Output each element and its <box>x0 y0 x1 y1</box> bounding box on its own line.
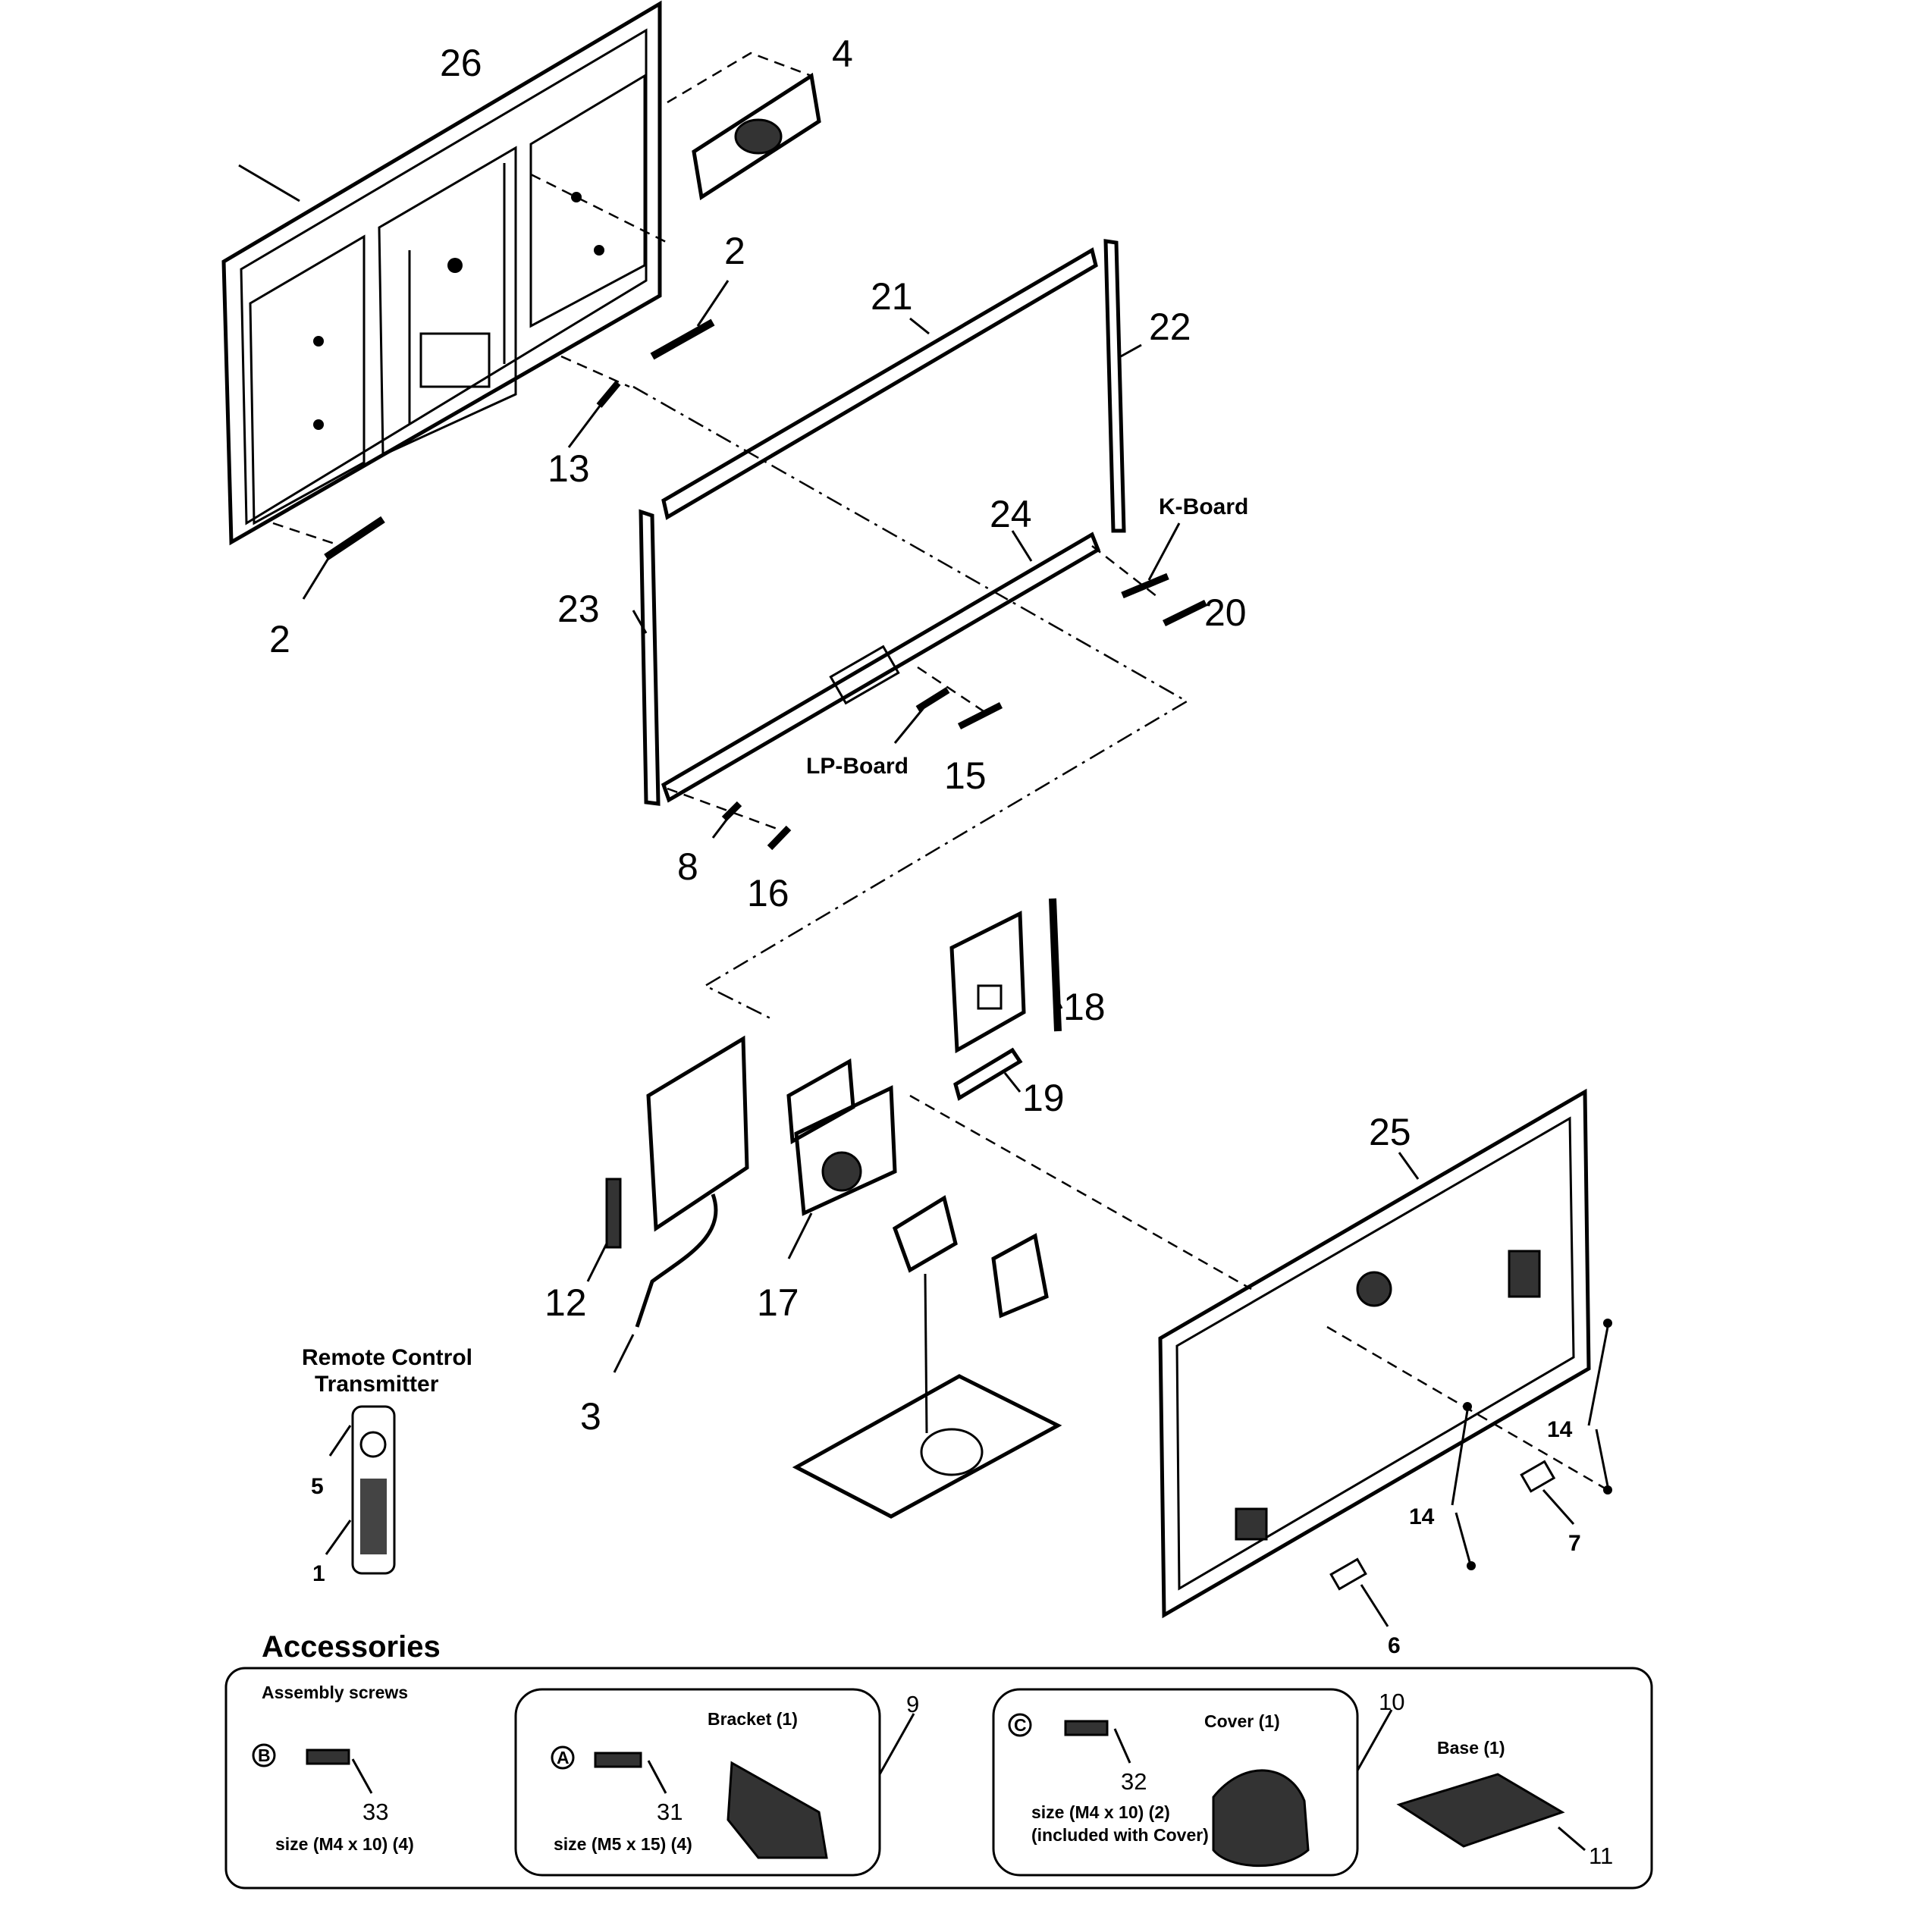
size-c: size (M4 x 10) (2) <box>1031 1802 1170 1822</box>
callout-18: 18 <box>1063 986 1106 1028</box>
size-a: size (M5 x 15) (4) <box>554 1834 692 1854</box>
callout-8: 8 <box>677 845 698 888</box>
k-board-part <box>1091 522 1207 627</box>
accessories-title: Accessories <box>262 1630 441 1664</box>
marker-c: C <box>1014 1715 1027 1735</box>
frame-bar-top <box>661 247 1098 520</box>
base-label: Base (1) <box>1437 1738 1505 1758</box>
power-board-part <box>586 1035 749 1373</box>
callout-23: 23 <box>557 588 600 630</box>
callout-21: 21 <box>871 275 913 318</box>
remote-control-label-line2: Transmitter <box>315 1372 439 1397</box>
callout-2-top: 2 <box>724 230 745 272</box>
callout-19: 19 <box>1022 1077 1065 1119</box>
callout-12: 12 <box>544 1281 587 1324</box>
marker-a: A <box>557 1748 570 1767</box>
accessories-panel <box>224 1667 1653 1890</box>
bottom-clips-8-16 <box>667 787 792 851</box>
speaker-bracket-bottom <box>272 516 385 600</box>
lp-board-part <box>893 666 1003 744</box>
part-31: 31 <box>657 1799 683 1825</box>
callout-20: 20 <box>1204 591 1247 634</box>
accessories-text: Accessories Assembly screws B 33 size (M… <box>258 1630 1613 1869</box>
assembly-screws-label: Assembly screws <box>262 1683 408 1702</box>
callout-4: 4 <box>832 33 853 75</box>
callout-22: 22 <box>1149 306 1191 348</box>
callout-3: 3 <box>580 1395 601 1438</box>
stand-bracket-17 <box>786 1058 897 1259</box>
callout-24: 24 <box>990 493 1032 535</box>
callout-numbers: 26 4 2 21 22 13 2 24 23 20 15 8 16 18 19… <box>269 33 1581 1658</box>
callout-13: 13 <box>548 447 590 490</box>
k-board-label: K-Board <box>1159 494 1248 519</box>
part-labels: K-Board LP-Board Remote Control Transmit… <box>302 494 1248 1397</box>
frame-bar-left <box>632 509 661 806</box>
callout-1: 1 <box>312 1561 325 1586</box>
callout-14-right: 14 <box>1547 1417 1573 1442</box>
screws-14 <box>1326 1319 1612 1570</box>
callout-16: 16 <box>747 872 789 914</box>
callout-26: 26 <box>440 42 482 84</box>
callout-7: 7 <box>1568 1531 1581 1556</box>
size-b: size (M4 x 10) (4) <box>275 1834 414 1854</box>
cover-label: Cover (1) <box>1204 1711 1280 1731</box>
part-10: 10 <box>1379 1689 1404 1715</box>
size-c-note: (included with Cover) <box>1031 1825 1209 1845</box>
part-11: 11 <box>1589 1843 1613 1869</box>
frame-bar-right <box>1103 239 1142 533</box>
rear-panel-assembly <box>221 0 662 546</box>
callout-14-left: 14 <box>1409 1504 1435 1529</box>
callout-2-bottom: 2 <box>269 618 290 660</box>
marker-b: B <box>258 1745 271 1765</box>
small-fastener-13 <box>560 355 630 448</box>
speaker-bracket-top <box>650 280 730 360</box>
bracket-label: Bracket (1) <box>708 1709 798 1729</box>
callout-5: 5 <box>311 1474 324 1499</box>
terminal-cover-part <box>692 72 821 201</box>
board-19 <box>953 1047 1023 1101</box>
remote-control-label-line1: Remote Control <box>302 1345 472 1370</box>
stand-pedestal <box>792 1195 1062 1519</box>
main-board-18 <box>949 898 1063 1054</box>
callout-6: 6 <box>1388 1633 1401 1658</box>
callout-17: 17 <box>757 1281 799 1324</box>
part-33: 33 <box>362 1799 388 1825</box>
lp-board-label: LP-Board <box>806 754 909 779</box>
part-9: 9 <box>906 1691 919 1717</box>
callout-15: 15 <box>944 754 987 797</box>
small-parts-7-6 <box>1329 1460 1575 1627</box>
part-32: 32 <box>1121 1768 1147 1795</box>
front-panel-assembly <box>1158 1088 1591 1619</box>
remote-control <box>325 1405 396 1575</box>
callout-25: 25 <box>1369 1111 1411 1153</box>
